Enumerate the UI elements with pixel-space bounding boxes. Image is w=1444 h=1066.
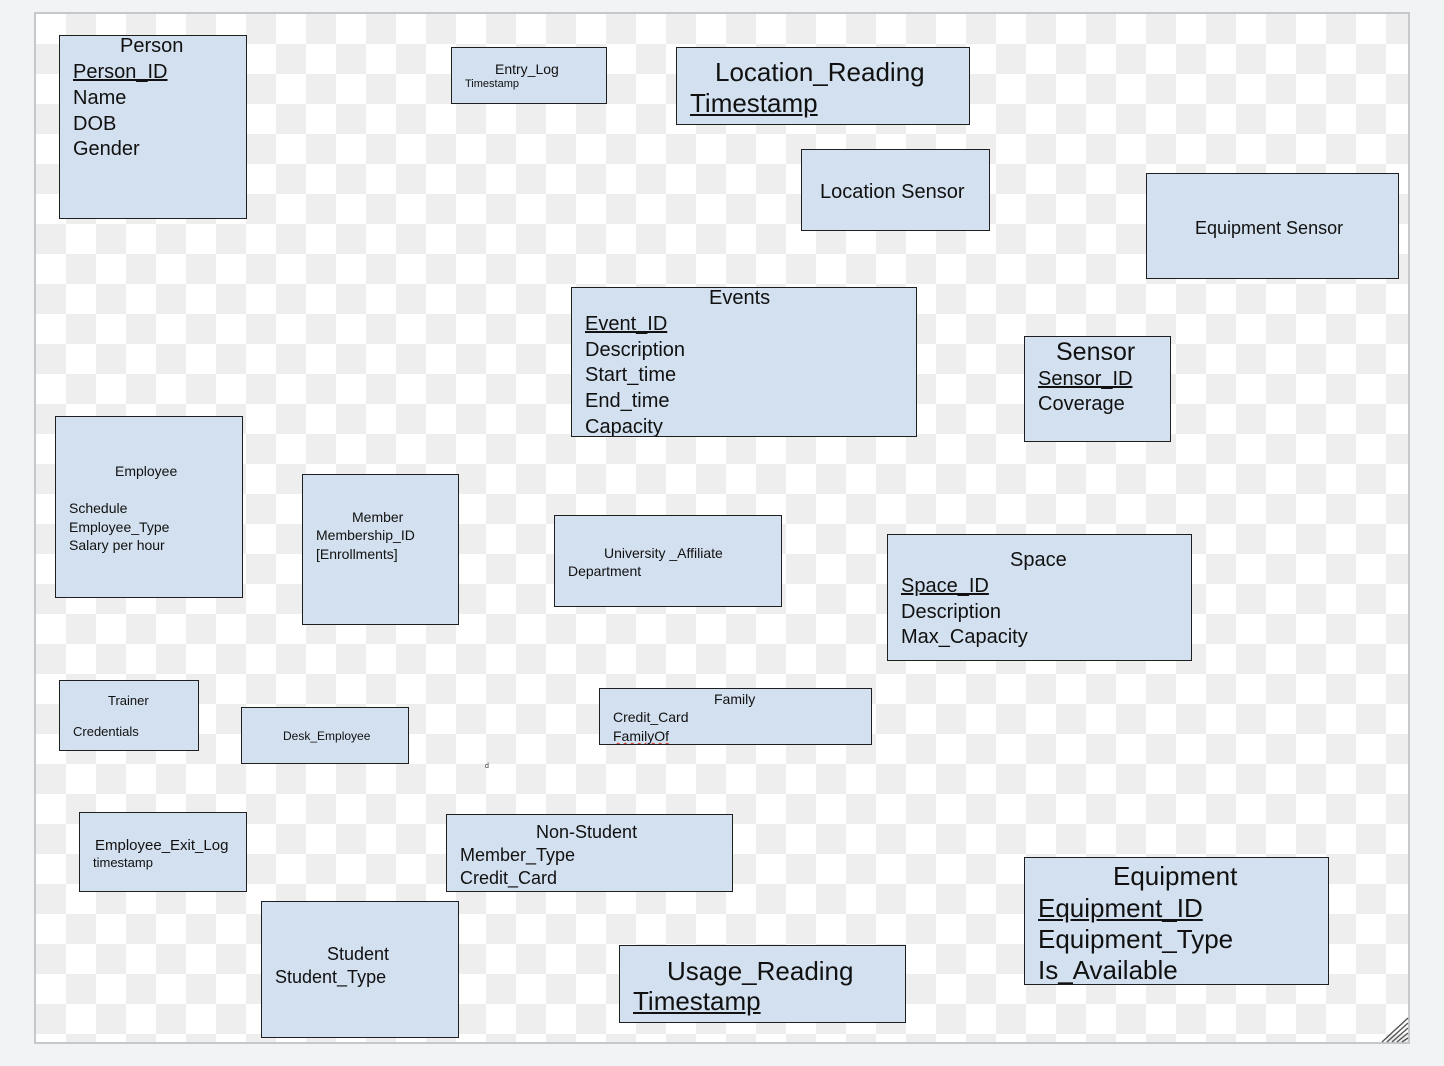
- entity-title: Family: [714, 691, 756, 707]
- primary-key: Sensor_ID: [1038, 368, 1133, 390]
- entity-space[interactable]: Space Space_ID Description Max_Capacity: [887, 534, 1192, 661]
- attribute: timestamp: [93, 855, 153, 870]
- attribute: DOB: [73, 113, 117, 135]
- entity-title: Entry_Log: [495, 61, 559, 77]
- primary-key: Event_ID: [585, 313, 668, 335]
- entity-equipment[interactable]: Equipment Equipment_ID Equipment_Type Is…: [1024, 857, 1329, 985]
- primary-key: Space_ID: [901, 575, 989, 597]
- attribute: Is_Available: [1038, 955, 1178, 985]
- entity-location-reading[interactable]: Location_Reading Timestamp: [676, 47, 970, 125]
- resize-grip-icon[interactable]: [1376, 1012, 1410, 1044]
- entity-entry-log[interactable]: Entry_Log Timestamp: [451, 47, 607, 104]
- attribute: Description: [901, 601, 1002, 623]
- attribute: [Enrollments]: [316, 546, 398, 562]
- entity-employee[interactable]: Employee Schedule Employee_Type Salary p…: [55, 416, 243, 598]
- entity-title: Location_Reading: [715, 57, 925, 87]
- entity-employee-exit-log[interactable]: Employee_Exit_Log timestamp: [79, 812, 247, 892]
- entity-title: Desk_Employee: [283, 729, 371, 743]
- attribute: Gender: [73, 138, 140, 160]
- entity-title: Location Sensor: [820, 181, 965, 203]
- attribute: Employee_Type: [69, 519, 170, 535]
- attribute: Name: [73, 87, 127, 109]
- entity-title: Person: [120, 35, 184, 57]
- entity-person[interactable]: Person Person_ID Name DOB Gender: [59, 35, 247, 219]
- entity-title: Usage_Reading: [667, 956, 854, 986]
- attribute: Credit_Card: [460, 868, 558, 888]
- primary-key: Timestamp: [690, 88, 818, 118]
- entity-desk-employee[interactable]: Desk_Employee: [241, 707, 409, 764]
- primary-key: Timestamp: [633, 986, 761, 1016]
- attribute: Coverage: [1038, 393, 1125, 415]
- attribute: Timestamp: [465, 78, 519, 90]
- primary-key: Equipment_ID: [1038, 893, 1203, 923]
- entity-title: Non-Student: [536, 822, 638, 842]
- attribute: Start_time: [585, 364, 677, 386]
- entity-family[interactable]: Family Credit_Card FamilyOf: [599, 688, 872, 745]
- entity-title: Employee: [115, 463, 178, 479]
- entity-title: University _Affiliate: [604, 545, 723, 561]
- entity-events[interactable]: Events Event_ID Description Start_time E…: [571, 287, 917, 437]
- entity-title: Trainer: [108, 693, 149, 708]
- attribute: End_time: [585, 390, 670, 412]
- entity-title: Equipment Sensor: [1195, 218, 1344, 238]
- entity-location-sensor[interactable]: Location Sensor: [801, 149, 990, 231]
- primary-key: Person_ID: [73, 61, 168, 83]
- entity-usage-reading[interactable]: Usage_Reading Timestamp: [619, 945, 906, 1023]
- entity-sensor[interactable]: Sensor Sensor_ID Coverage: [1024, 336, 1171, 442]
- attribute: Salary per hour: [69, 537, 165, 553]
- entity-title: Student: [327, 944, 390, 964]
- attribute: Capacity: [585, 416, 663, 437]
- entity-university-affiliate[interactable]: University _Affiliate Department: [554, 515, 782, 607]
- attribute: Credentials: [73, 724, 139, 739]
- entity-title: Space: [1010, 549, 1067, 571]
- entity-title: Events: [709, 287, 771, 309]
- attribute: Department: [568, 563, 642, 579]
- entity-title: Sensor: [1056, 338, 1136, 366]
- stray-text-mark: d: [485, 763, 489, 770]
- entity-title: Employee_Exit_Log: [95, 837, 229, 854]
- attribute: FamilyOf: [613, 728, 669, 744]
- entity-non-student[interactable]: Non-Student Member_Type Credit_Card: [446, 814, 733, 892]
- entity-member[interactable]: Member Membership_ID [Enrollments]: [302, 474, 459, 625]
- attribute: Membership_ID: [316, 527, 415, 543]
- entity-title: Member: [352, 509, 404, 525]
- attribute: Description: [585, 339, 686, 361]
- attribute: Schedule: [69, 500, 128, 516]
- entity-title: Equipment: [1113, 861, 1238, 891]
- attribute: Max_Capacity: [901, 626, 1028, 648]
- attribute: Student_Type: [275, 967, 387, 987]
- entity-student[interactable]: Student Student_Type: [261, 901, 459, 1038]
- attribute: Credit_Card: [613, 709, 689, 725]
- attribute: Equipment_Type: [1038, 924, 1234, 954]
- entity-trainer[interactable]: Trainer Credentials: [59, 680, 199, 751]
- entity-equipment-sensor[interactable]: Equipment Sensor: [1146, 173, 1399, 279]
- attribute: Member_Type: [460, 845, 576, 865]
